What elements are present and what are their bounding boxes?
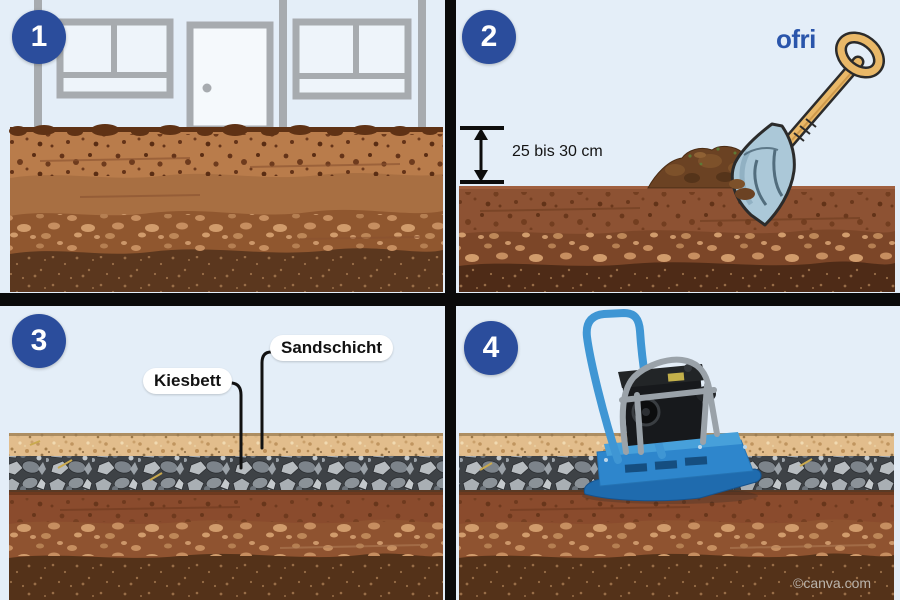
base-plate	[583, 468, 762, 502]
panel-divider-horizontal	[0, 293, 900, 306]
soil-under-gravel	[459, 492, 894, 600]
step-badge-1: 1	[12, 10, 66, 64]
gravel-label-line	[230, 381, 243, 470]
door-knob	[202, 83, 212, 93]
window-left	[56, 18, 174, 99]
gravel-bed-label: Kiesbett	[143, 368, 233, 394]
shovel-icon	[729, 31, 885, 227]
house-facade	[34, 0, 426, 133]
panel-2-illustration	[459, 31, 895, 292]
sand-label-line	[260, 350, 273, 450]
step-badge-4: 4	[464, 321, 518, 375]
straw-flecks	[479, 458, 813, 471]
wall-post	[418, 0, 426, 133]
window-right	[292, 18, 412, 100]
canva-watermark: ©canva.com	[793, 575, 872, 591]
depth-measurement-label: 25 bis 30 cm	[512, 143, 603, 160]
engine-label	[667, 372, 685, 382]
gravel-layer	[9, 456, 443, 492]
panel-4-illustration	[459, 308, 894, 600]
door	[186, 21, 274, 133]
roll-cage	[619, 356, 720, 455]
sand-layer	[9, 433, 443, 456]
step-badge-2: 2	[462, 10, 516, 64]
wall-post	[279, 0, 287, 131]
excavated-soil	[459, 186, 895, 292]
panel-1-illustration	[9, 0, 443, 292]
straw-flecks	[29, 440, 163, 481]
soil-under-gravel	[9, 492, 443, 600]
step-badge-3: 3	[12, 314, 66, 368]
plate-compactor-illustration	[582, 308, 762, 504]
topsoil-clumps	[9, 124, 443, 136]
soil-cross-section-1	[9, 124, 443, 292]
panel-3-illustration	[9, 350, 443, 600]
ofri-logo: ofri	[776, 24, 816, 54]
sand-layer-label: Sandschicht	[270, 335, 394, 361]
depth-arrow	[460, 126, 504, 184]
wall-post	[34, 0, 42, 131]
label-connectors	[230, 350, 273, 470]
